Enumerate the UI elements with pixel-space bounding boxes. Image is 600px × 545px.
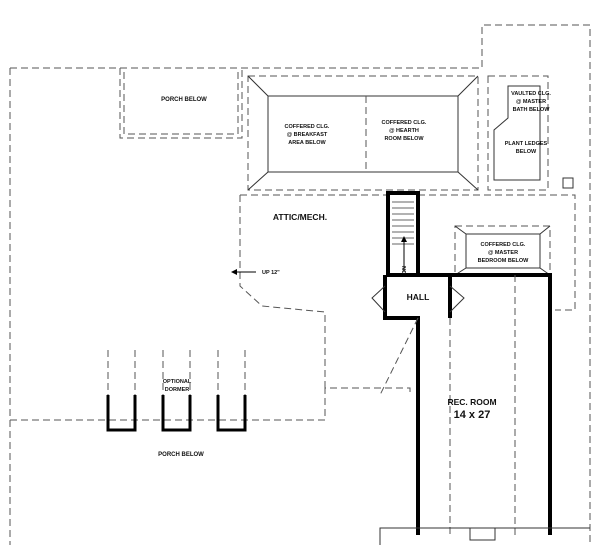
vaulted-bath-outline [487,75,549,191]
plant-ledges-label-2: BELOW [516,149,537,155]
up-arrow-head [231,269,237,275]
optional-dormer-label-1: OPTIONAL [163,379,192,385]
porch-top-outline [119,68,243,139]
dormers [106,350,247,432]
stair [386,191,420,277]
vaulted-label-1: VAULTED CLG. [511,91,551,97]
attic-outline [239,194,388,388]
dn-label: DN [402,266,408,274]
stair-arrow-head [401,236,407,242]
coffered-master-label-3: BEDROOM BELOW [478,258,530,264]
vaulted-label-3: BATH BELOW [513,107,551,113]
coffered-master-label-2: @ MASTER [488,250,518,256]
coffered-hearth-label-1: COFFERED CLG. [382,120,427,126]
coffered-hearth-label-3: ROOM BELOW [384,136,424,142]
hall-label: HALL [407,292,430,302]
optional-dormer-label-2: DORMER [165,387,189,393]
vaulted-bath-inner [493,85,541,181]
coffered-master-label-1: COFFERED CLG. [481,242,526,248]
attic-right-outline [418,194,576,311]
up-label: UP 12" [262,270,280,276]
chimney-box [562,177,574,189]
hall-closets [371,285,465,313]
coffered-breakfast-label-3: AREA BELOW [288,140,326,146]
porch-below-top-label: PORCH BELOW [161,97,207,103]
plant-ledges-label-1: PLANT LEDGES [505,141,548,147]
bottom-wall [379,527,590,545]
porch-below-bottom-label: PORCH BELOW [158,452,204,458]
coffered-breakfast-label-1: COFFERED CLG. [285,124,330,130]
rec-room-size: 14 x 27 [454,409,491,421]
stair-treads [392,201,414,245]
coffered-ceiling-inner [247,75,479,191]
rec-room-dashes [379,275,516,535]
attic-label: ATTIC/MECH. [273,212,327,222]
coffered-ceiling-outline [247,75,479,191]
coffered-hearth-label-2: @ HEARTH [389,128,419,134]
master-coffered-inner [454,225,551,276]
vaulted-label-2: @ MASTER [516,99,546,105]
rec-room-label: REC. ROOM [447,397,496,407]
hall-walls [383,273,552,535]
roof-outline [9,24,591,545]
coffered-breakfast-label-2: @ BREAKFAST [287,132,328,138]
